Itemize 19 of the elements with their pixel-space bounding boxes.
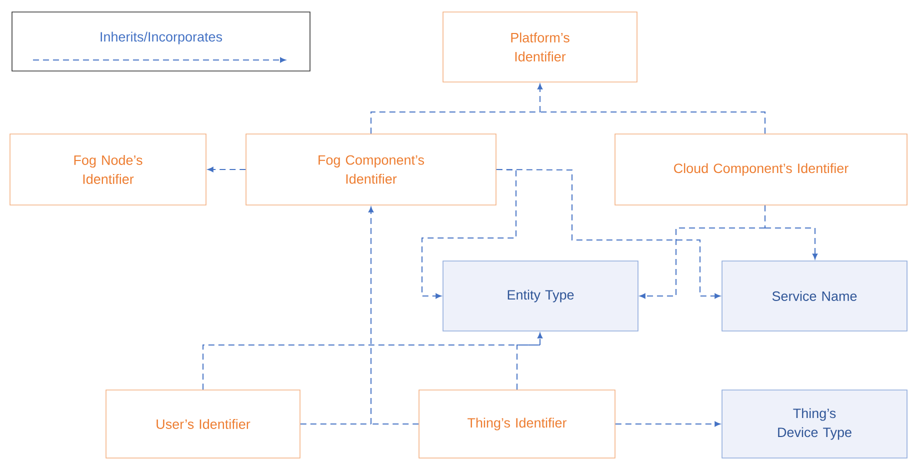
type-box: Entity Type	[442, 260, 638, 332]
arrow	[208, 166, 246, 172]
identifier-box: Fog Component’s Identifier	[246, 134, 496, 206]
identifier-box: Platform’s Identifier	[442, 12, 638, 82]
arrow	[496, 169, 720, 299]
type-box: Thing’s Device Type	[722, 390, 908, 458]
arrow	[614, 421, 720, 427]
arrow	[537, 84, 543, 112]
identifier-box: User’s Identifier	[106, 390, 300, 458]
arrow	[537, 332, 543, 346]
identifier-box: Thing’s Identifier	[418, 390, 616, 458]
arrow	[640, 228, 766, 299]
identifier-box: Fog Node’s Identifier	[10, 134, 206, 206]
arrow	[422, 169, 516, 299]
arrow	[764, 228, 818, 260]
legend-text: Inherits/Incorporates	[100, 32, 222, 44]
identifier-box: Cloud Component’s Identifier	[614, 134, 908, 206]
type-box: Service Name	[722, 260, 908, 332]
arrow	[368, 206, 374, 424]
